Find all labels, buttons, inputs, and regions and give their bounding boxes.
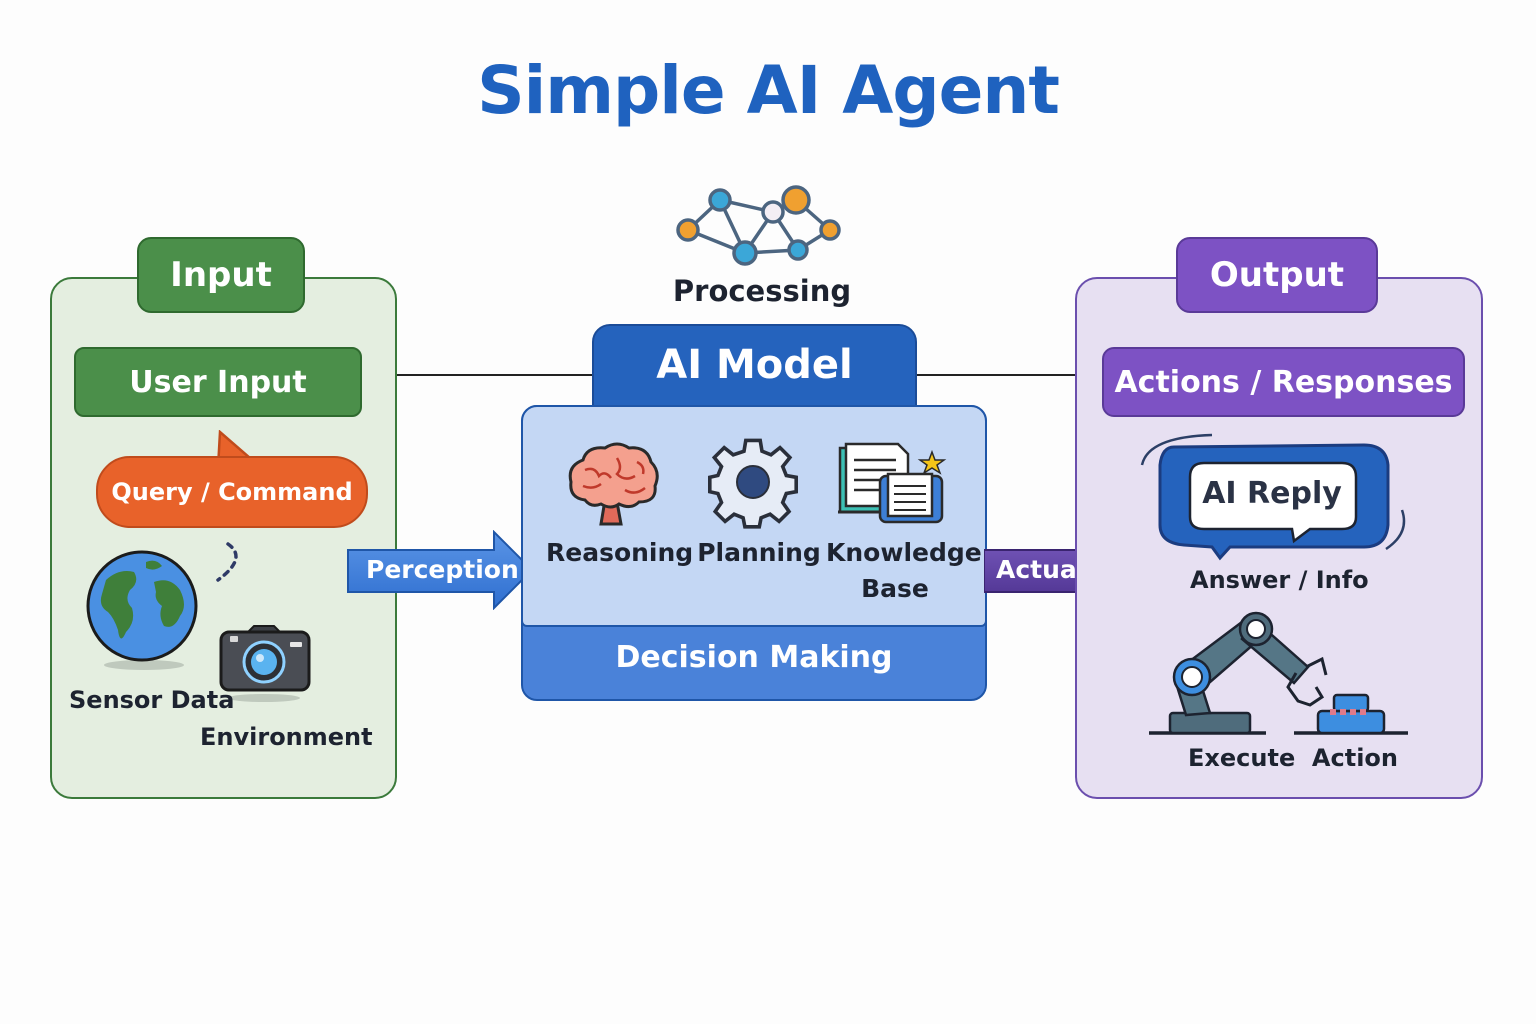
neural-network-icon	[676, 185, 841, 266]
perception-arrow	[347, 530, 534, 610]
diagram-title: Simple AI Agent	[477, 52, 1060, 129]
knowledge-base-label: Base	[861, 574, 929, 603]
processing-label: Processing	[672, 274, 852, 308]
ai-reply-text: AI Reply	[1202, 476, 1342, 511]
output-header: Output	[1176, 237, 1378, 313]
planning-label: Planning	[697, 538, 821, 567]
user-input-box: User Input	[74, 347, 362, 417]
sensor-data-label: Sensor Data	[69, 686, 235, 714]
execute-action-label: Execute Action	[1188, 744, 1398, 772]
ai-model-header: AI Model	[592, 324, 917, 416]
answer-info-label: Answer / Info	[1190, 566, 1369, 594]
decision-making-label: Decision Making	[615, 640, 893, 675]
reasoning-label: Reasoning	[546, 538, 694, 567]
input-header: Input	[137, 237, 305, 313]
knowledge-label: Knowledge	[826, 538, 982, 567]
perception-label: Perception	[366, 555, 519, 584]
documents-icon	[838, 442, 947, 524]
environment-label: Environment	[200, 723, 373, 751]
dotted-link-icon	[216, 542, 238, 582]
actions-responses-box: Actions / Responses	[1102, 347, 1465, 417]
query-command-bubble: Query / Command	[96, 456, 368, 528]
connector-line-left	[395, 374, 593, 376]
camera-icon	[219, 625, 311, 702]
connector-line-right	[917, 374, 1075, 376]
globe-icon	[86, 550, 198, 670]
gear-icon	[707, 438, 799, 529]
chat-bubble-icon	[1140, 433, 1406, 561]
brain-icon	[568, 442, 659, 526]
robot-arm-icon	[1149, 611, 1408, 735]
